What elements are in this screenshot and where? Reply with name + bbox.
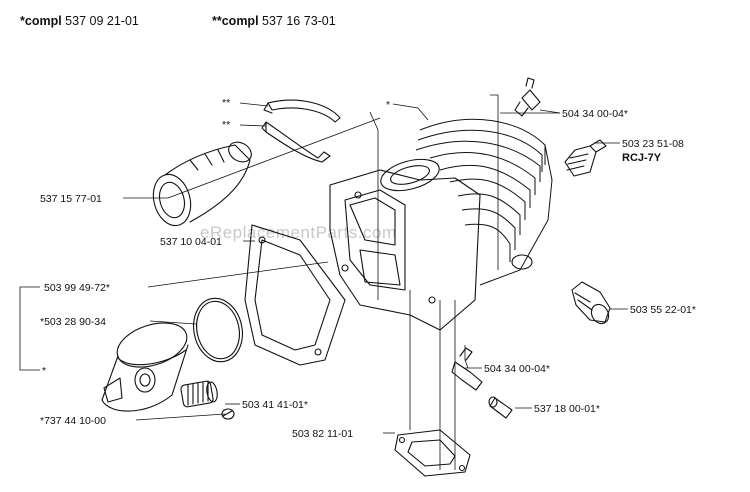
hose	[488, 396, 513, 419]
piston-pin-clip	[221, 408, 235, 420]
valve-bottom	[451, 347, 483, 391]
callout-piston-kit: 503 99 49-72*	[44, 282, 110, 294]
callout-piston-pin: *737 44 10-00	[40, 415, 106, 427]
compl-prefix-1: *compl	[20, 14, 62, 28]
compl-label-1: *compl 537 09 21-01	[20, 14, 139, 28]
callout-spark-plug-code: RCJ-7Y	[622, 152, 662, 164]
callout-hose: 537 18 00-01*	[534, 403, 600, 415]
cylinder-gasket	[244, 224, 346, 366]
piston-ring	[193, 297, 243, 363]
callout-intake: 537 15 77-01	[40, 193, 102, 205]
decompression-plug	[571, 281, 611, 325]
valve-top	[514, 77, 541, 117]
needle-bearing	[180, 380, 218, 408]
compl-label-2: **compl 537 16 73-01	[212, 14, 336, 28]
callout-valve-bottom: 504 34 00-04*	[484, 363, 550, 375]
callout-clip-b: **	[222, 119, 230, 131]
callout-cylinder-gasket: 537 10 04-01	[160, 236, 222, 248]
clip-lower	[261, 121, 331, 163]
callout-spark-plug: 503 23 51-08	[622, 138, 684, 150]
callout-cylinder: *	[386, 99, 390, 111]
callout-valve-top: 504 34 00-04*	[562, 108, 628, 120]
spark-plug	[564, 139, 607, 177]
cylinder	[329, 118, 553, 331]
compl-prefix-2: **compl	[212, 14, 259, 28]
muffler-gasket	[394, 429, 471, 477]
clip-upper	[263, 99, 341, 123]
callout-piston: *	[42, 365, 46, 377]
piston	[101, 322, 189, 412]
compl-number-1: 537 09 21-01	[65, 14, 139, 28]
compl-number-2: 537 16 73-01	[262, 14, 336, 28]
callout-muffler-gasket: 503 82 11-01	[292, 428, 353, 440]
intake-boot	[152, 141, 252, 227]
callout-clip-a: **	[222, 97, 230, 109]
leader-lines	[19, 94, 628, 470]
callout-needle-bearing: 503 41 41-01*	[242, 399, 308, 411]
callout-decomp-plug: 503 55 22-01*	[630, 304, 696, 316]
callout-piston-ring: *503 28 90-34	[40, 316, 106, 328]
